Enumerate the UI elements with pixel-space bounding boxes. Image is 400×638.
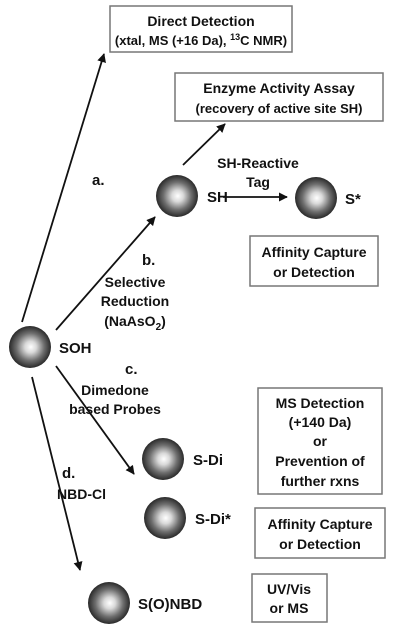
- direct-detection-title: Direct Detection: [147, 13, 254, 29]
- reaction-label-line2: Tag: [246, 174, 270, 190]
- sphere-s-star: [295, 177, 337, 219]
- sphere-s-o-nbd: [88, 582, 130, 624]
- node-label-soh: SOH: [59, 340, 92, 357]
- affinity-capture-2-line2: or Detection: [279, 536, 361, 552]
- pathway-c-letter: c.: [125, 361, 138, 378]
- affinity-capture-box-2: [254, 507, 386, 559]
- affinity-capture-box-1: [249, 235, 379, 287]
- arrow-b-to-sh: [55, 216, 156, 331]
- affinity-capture-1-line2: or Detection: [273, 264, 355, 280]
- sphere-sh: [156, 175, 198, 217]
- enzyme-assay-subtitle: (recovery of active site SH): [196, 101, 363, 116]
- ms-detection-box: [257, 387, 383, 495]
- node-label-s-o-nbd: S(O)NBD: [138, 596, 202, 613]
- affinity-capture-2-line1: Affinity Capture: [268, 516, 373, 532]
- ms-detection-line2: (+140 Da): [289, 414, 352, 430]
- ms-detection-line3: or: [313, 433, 328, 449]
- reaction-label-line1: SH-Reactive: [217, 155, 299, 171]
- uvvis-line1: UV/Vis: [267, 581, 311, 597]
- node-label-s-di: S-Di: [193, 452, 223, 469]
- pathway-b-line3: (NaAsO2): [104, 313, 166, 333]
- arrow-c-to-s-di: [55, 365, 135, 475]
- pathway-d-line1: NBD-Cl: [57, 486, 106, 502]
- ms-detection-line5: further rxns: [281, 473, 360, 489]
- arrow-sh-to-enzyme-assay: [182, 123, 226, 166]
- sphere-s-di: [142, 438, 184, 480]
- pathway-c-line2: based Probes: [69, 401, 161, 417]
- sphere-s-di-star: [144, 497, 186, 539]
- pathway-b-line2: Reduction: [101, 293, 169, 309]
- uvvis-box: [251, 573, 328, 623]
- node-label-s-di-star: S-Di*: [195, 511, 231, 528]
- node-label-sh: SH: [207, 189, 228, 206]
- arrow-d-to-s-o-nbd: [31, 376, 83, 571]
- direct-detection-methods: (xtal, MS (+16 Da), 13C NMR): [115, 32, 287, 48]
- sphere-soh: [9, 326, 51, 368]
- direct-detection-box: [109, 5, 293, 53]
- pathway-b-letter: b.: [142, 252, 155, 269]
- pathway-a-letter: a.: [92, 172, 105, 189]
- enzyme-assay-box: [174, 72, 384, 122]
- uvvis-line2: or MS: [270, 600, 309, 616]
- ms-detection-line1: MS Detection: [276, 395, 365, 411]
- ms-detection-line4: Prevention of: [275, 453, 365, 469]
- affinity-capture-1-line1: Affinity Capture: [262, 244, 367, 260]
- pathway-b-line1: Selective: [105, 274, 166, 290]
- pathway-c-line1: Dimedone: [81, 382, 149, 398]
- arrow-a-to-direct-detection: [21, 53, 106, 323]
- node-label-s-star: S*: [345, 191, 361, 208]
- enzyme-assay-title: Enzyme Activity Assay: [203, 80, 355, 96]
- pathway-d-letter: d.: [62, 465, 75, 482]
